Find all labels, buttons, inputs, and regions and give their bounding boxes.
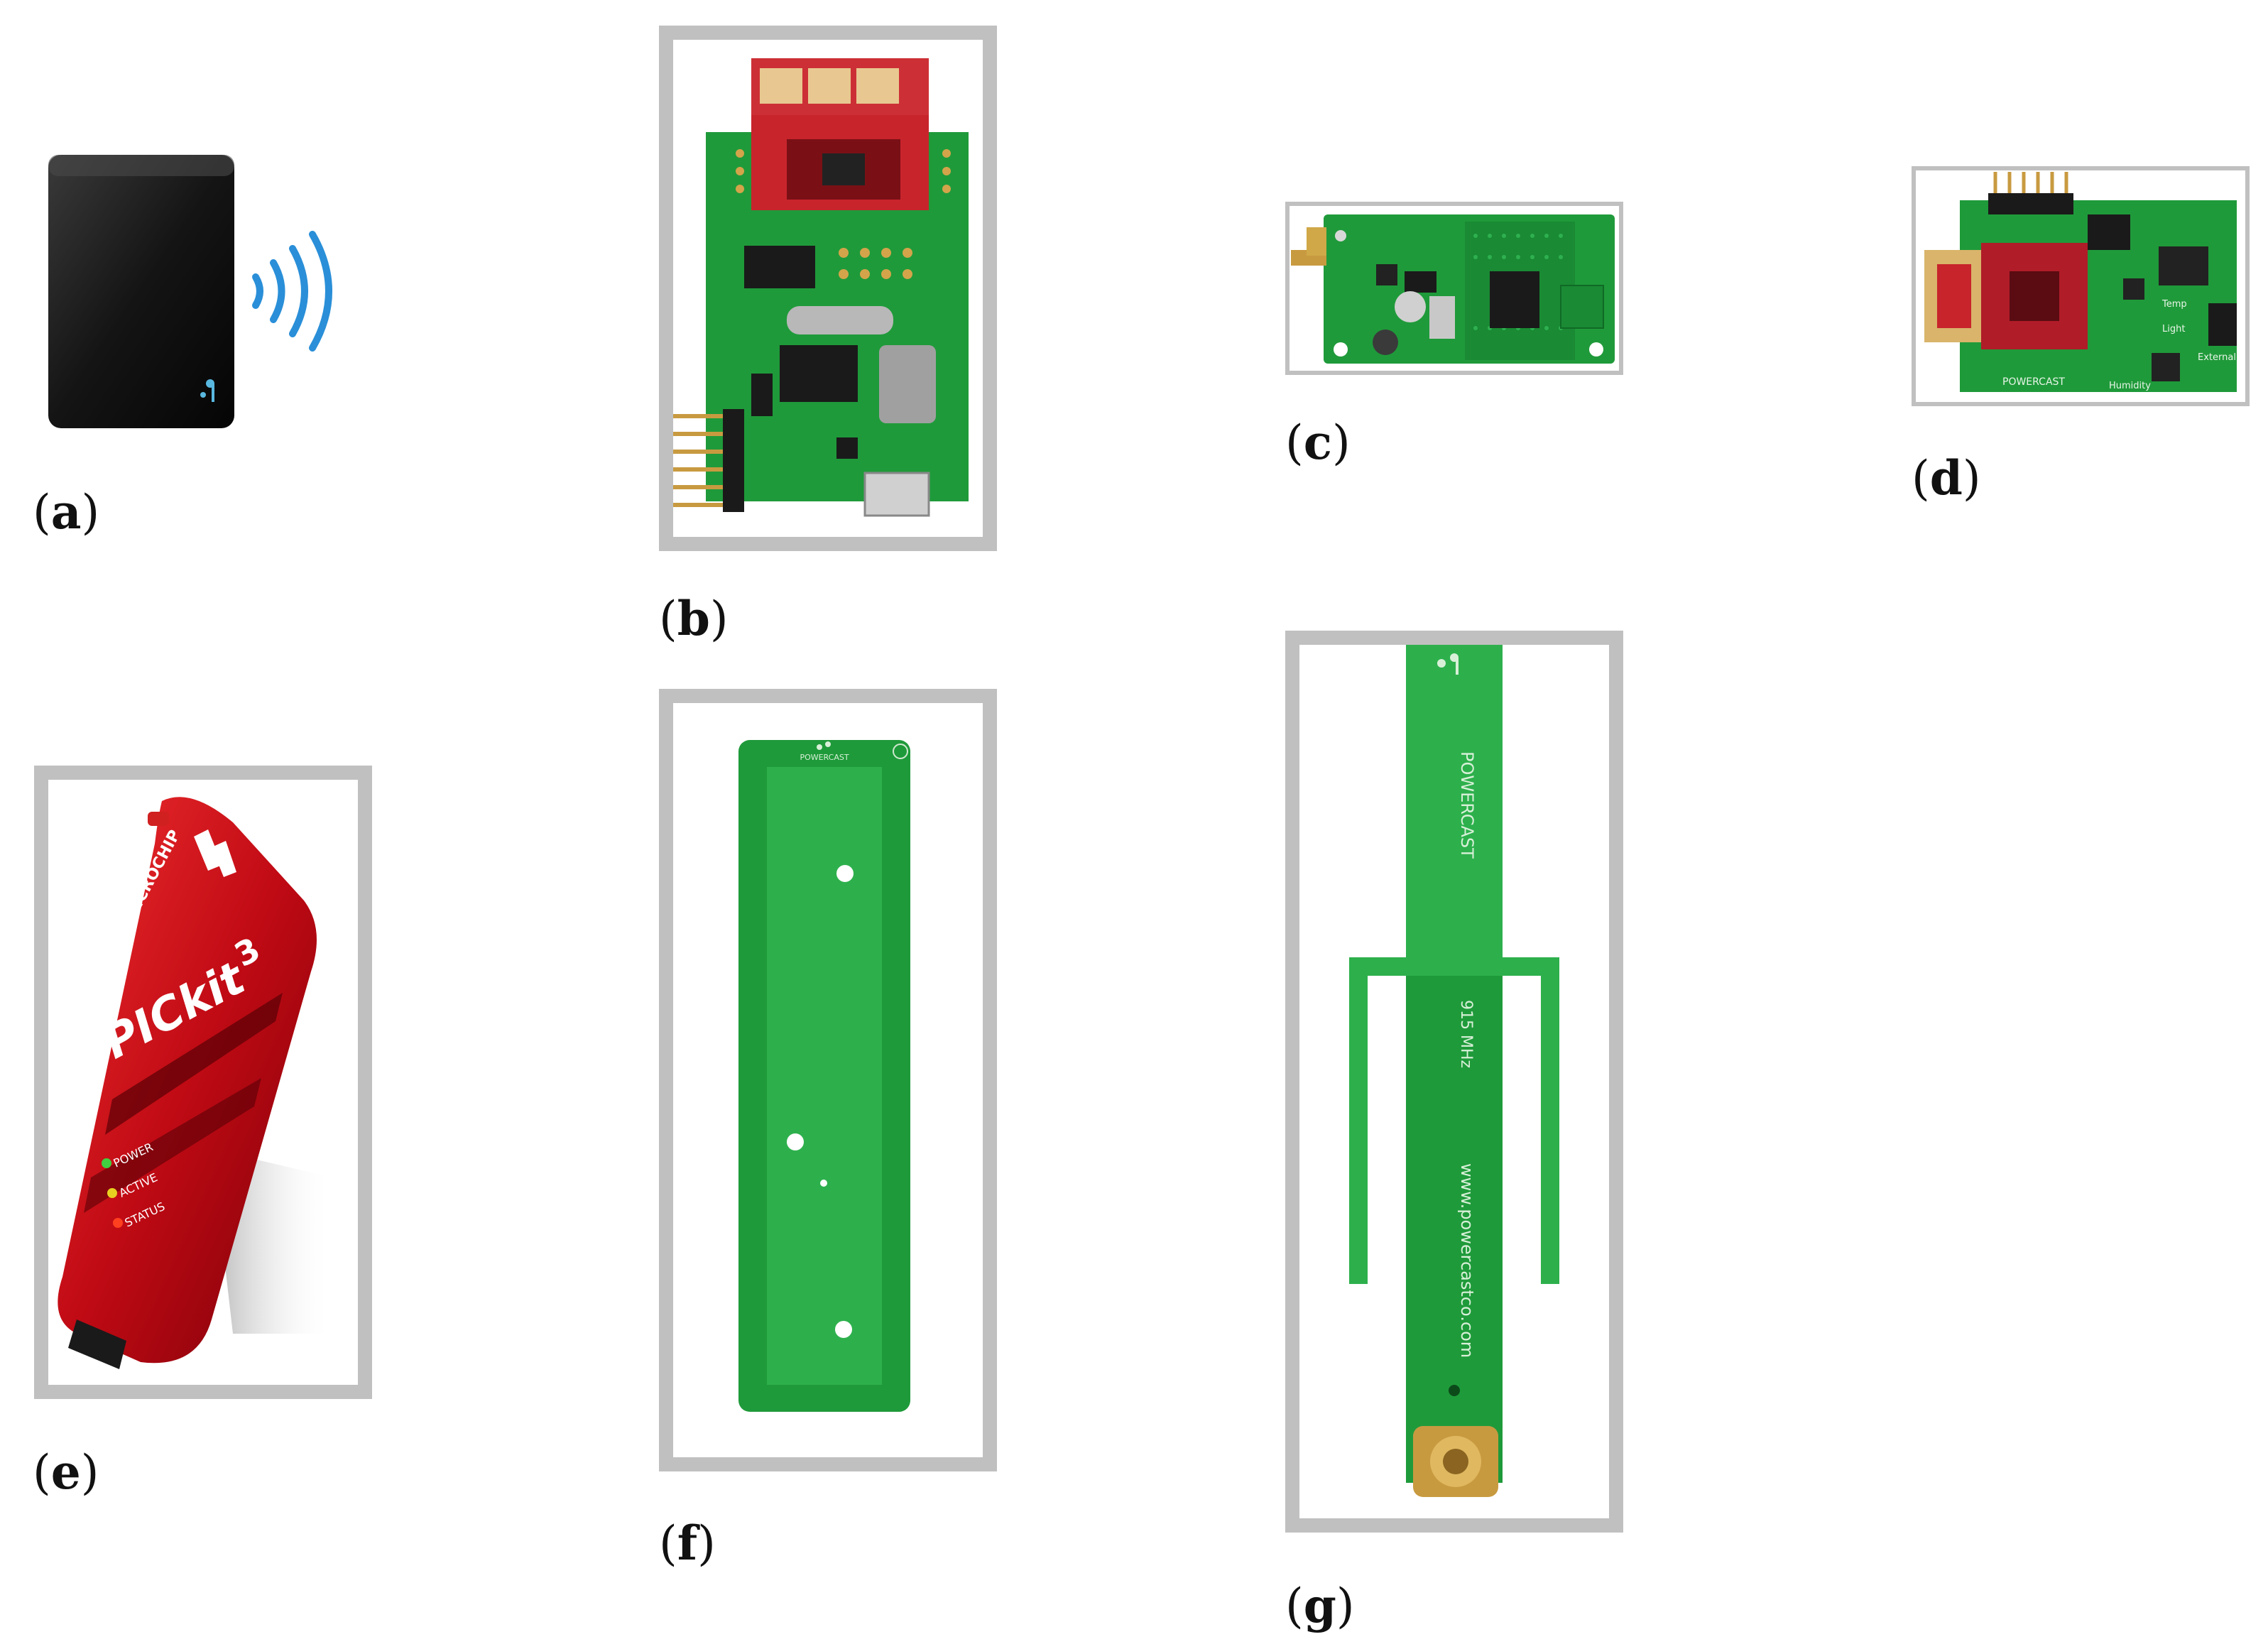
svg-text:Light: Light [2162,324,2185,334]
powercast-logo-icon [817,741,831,750]
dipole-url-text: www.powercastco.com [1457,1163,1477,1358]
programmer-image: MICROCHIP PICkit 3 POWER ACTIVE STATUS [58,797,332,1369]
svg-text:External: External [2198,352,2236,363]
sensor-board-labels: Temp Light Humidity External POWERCAST [2002,299,2236,391]
panel-label-c: (c) [1285,415,1351,470]
microchip-logo-icon [194,829,236,877]
svg-text:POWERCAST: POWERCAST [2002,376,2065,388]
patch-antenna-brand-text: POWERCAST [800,753,849,762]
panel-label-d: (d) [1912,450,1981,506]
active-led-icon [107,1188,117,1198]
sensor-board-image: Temp Light Humidity External POWERCAST [1924,172,2237,392]
transmitter-device-image [48,155,332,428]
svg-text:Humidity: Humidity [2109,381,2151,391]
svg-text:Temp: Temp [2161,299,2187,310]
dipole-antenna-image: POWERCAST 915 MHz www.powercastco.com [1349,645,1559,1497]
powercast-logo-icon [200,379,214,402]
panel-a [43,149,362,440]
powercast-logo-icon [1437,653,1459,675]
panel-label-g: (g) [1285,1578,1355,1633]
dipole-frequency-text: 915 MHz [1457,1000,1475,1068]
sma-connector-icon [1413,1426,1498,1497]
dipole-brand-text: POWERCAST [1457,751,1477,859]
panel-label-b: (b) [659,591,729,646]
patch-antenna-image: POWERCAST [738,740,910,1412]
microcontroller-board-image [673,58,969,517]
harvester-board-image [1291,214,1615,364]
panel-label-f: (f) [659,1515,716,1571]
panel-label-e: (e) [33,1444,99,1500]
wifi-signal-icon [252,231,332,352]
panel-label-a: (a) [33,484,100,540]
power-led-icon [102,1158,111,1168]
status-led-icon [113,1218,123,1228]
